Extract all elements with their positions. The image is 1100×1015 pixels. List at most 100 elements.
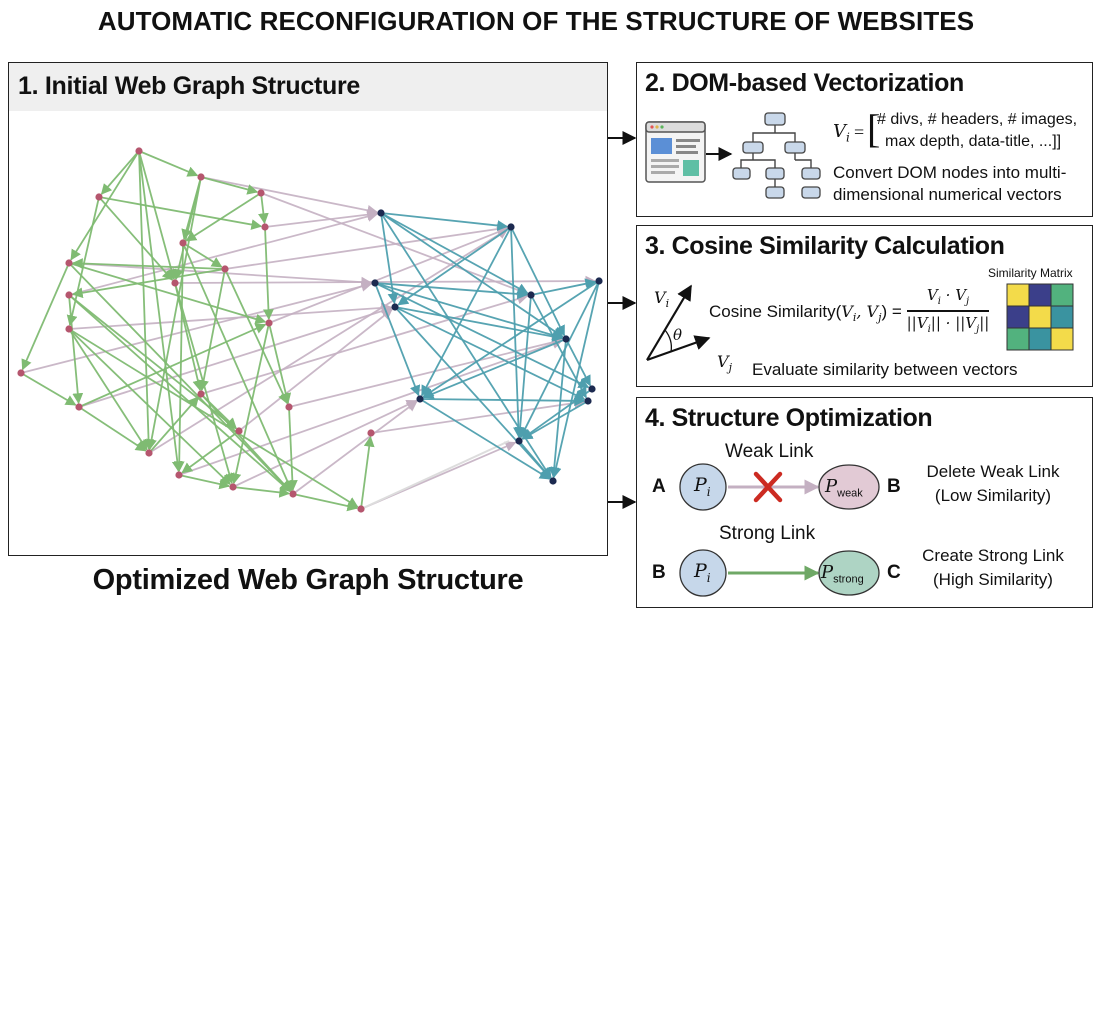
graph-edge (68, 294, 291, 493)
green-cluster-edges (20, 150, 375, 512)
graph-edge (182, 242, 223, 268)
weak-node-left: Pi (694, 474, 711, 499)
panel4-title: 4. Structure Optimization (645, 404, 933, 432)
graph-edge (521, 400, 589, 440)
graph-edge (268, 322, 292, 405)
graph-edge (173, 242, 185, 473)
graph-edge (232, 486, 291, 498)
page-node-pink (135, 147, 143, 155)
page-node-navy (391, 303, 399, 311)
cosine-denominator: ||Vi|| · ||Vj|| (906, 314, 990, 335)
page-node-pink (17, 369, 25, 377)
vector-desc-line-2: dimensional numerical vectors (833, 185, 1062, 204)
page-node-pink (95, 193, 103, 201)
graph-edge (68, 262, 267, 325)
page-node-pink (65, 259, 73, 267)
cross-cluster-edges (20, 176, 597, 510)
red-cross-icon (753, 471, 783, 503)
graph-edge (146, 176, 202, 451)
graph-edge (224, 268, 289, 405)
web-graph (17, 147, 603, 513)
page-node-navy (595, 277, 603, 285)
graph-edge (380, 212, 564, 338)
graph-edge (66, 196, 100, 327)
graph-edge (68, 302, 393, 330)
graph-edge (264, 209, 379, 228)
browser-window-icon (645, 121, 706, 183)
vectorize-arrow (706, 147, 733, 161)
graph-edge (238, 308, 393, 432)
graph-edge (68, 262, 373, 288)
panel-connector-arrows (608, 131, 637, 509)
vector-equals: = (854, 122, 865, 142)
graph-edge (292, 400, 418, 495)
vector-line-2: max depth, data-title, ...]] (885, 133, 1062, 150)
optimized-graph-caption: Optimized Web Graph Structure (92, 564, 524, 596)
graph-edge (530, 294, 587, 399)
graph-edge (98, 196, 174, 281)
graph-edge (510, 226, 566, 337)
panel-dom-vectorization: 2. DOM-based Vectorization Vi = [ # divs… (636, 62, 1093, 217)
page-node-navy (562, 335, 570, 343)
graph-edge (288, 337, 564, 408)
graph-edge (20, 372, 77, 406)
graph-edge (360, 440, 510, 510)
graph-edge (68, 211, 379, 296)
graph-edge (422, 280, 600, 398)
graph-edge (200, 176, 259, 195)
vector-desc-line-1: Convert DOM nodes into multi- (833, 163, 1067, 182)
page-node-pink (145, 449, 153, 457)
graph-edge (565, 338, 591, 387)
graph-edge (380, 212, 529, 294)
page-node-pink (265, 319, 273, 327)
graph-edge (174, 275, 597, 287)
graph-edge (100, 150, 140, 195)
graph-edge (198, 268, 226, 392)
page-node-pink (257, 189, 265, 197)
weak-node-right: Pweak (825, 476, 863, 500)
fraction-bar (907, 310, 989, 312)
similarity-matrix-label: Similarity Matrix (988, 266, 1073, 280)
graph-edge (78, 323, 267, 408)
graph-edge (185, 192, 262, 242)
graph-edge (138, 150, 199, 177)
page-node-pink (289, 490, 297, 498)
graph-edge (21, 262, 70, 371)
panel1-title: 1. Initial Web Graph Structure (9, 63, 607, 111)
strong-right-letter: C (887, 562, 901, 583)
graph-edge (380, 212, 552, 479)
graph-edge (174, 282, 235, 485)
vector-j-label: Vj (717, 352, 732, 375)
page-node-navy (527, 291, 535, 299)
page-node-pink (65, 291, 73, 299)
dom-tree-icon (732, 112, 821, 199)
graph-edge (232, 399, 418, 488)
strong-link-label: Strong Link (719, 523, 816, 544)
weak-desc-line-1: Delete Weak Link (926, 462, 1060, 481)
strong-desc-line-2: (High Similarity) (933, 570, 1053, 589)
panel-cosine-similarity: 3. Cosine Similarity Calculation Vi θ Vj… (636, 225, 1093, 387)
page-node-pink (197, 390, 205, 398)
strong-node-right: Pstrong (821, 562, 864, 586)
vector-line-1: # divs, # headers, # images, (877, 111, 1078, 128)
graph-edge (138, 150, 154, 451)
page-node-navy (515, 437, 523, 445)
cosine-formula-lhs: Cosine Similarity(Vi, Vj) = (709, 302, 902, 325)
graph-edge (68, 328, 231, 485)
graph-edge (514, 294, 532, 439)
teal-cluster-edges (374, 212, 600, 480)
page-node-pink (235, 427, 243, 435)
graph-edge (421, 226, 512, 397)
graph-edge (374, 282, 421, 397)
graph-edge (200, 176, 379, 216)
graph-edge (286, 406, 298, 492)
graph-edge (200, 293, 529, 395)
weak-link-label: Weak Link (725, 441, 814, 462)
page-node-pink (179, 239, 187, 247)
vector-i-label: Vi (654, 288, 670, 311)
page-node-pink (229, 483, 237, 491)
graph-edge (397, 226, 512, 306)
main-title: AUTOMATIC RECONFIGURATION OF THE STRUCTU… (97, 6, 975, 36)
graph-edge (380, 212, 509, 231)
graph-edge (138, 150, 177, 281)
